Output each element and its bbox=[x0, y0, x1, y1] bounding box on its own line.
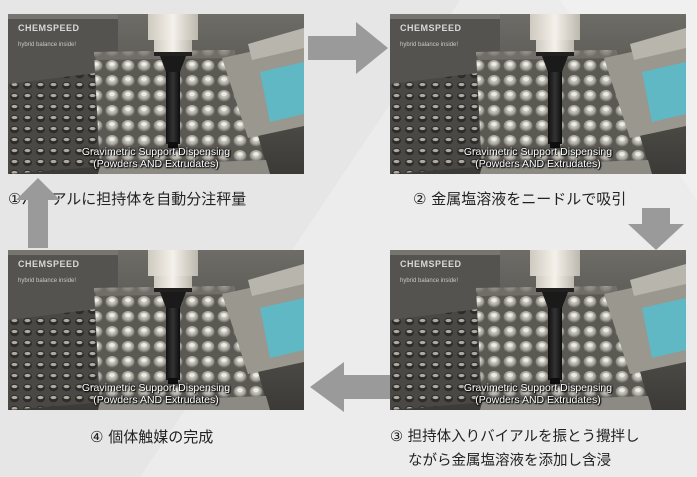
chemspeed-logo: CHEMSPEED bbox=[400, 259, 462, 269]
brand-tagline: hybrid balance inside! bbox=[400, 278, 459, 284]
step4-photo: CHEMSPEED hybrid balance inside! Gravime… bbox=[8, 250, 304, 410]
caption-line1: Gravimetric Support Dispensing bbox=[463, 146, 613, 158]
caption-line2: (Powders AND Extrudates) bbox=[475, 158, 601, 170]
step2-photo: CHEMSPEED hybrid balance inside! Gravime… bbox=[390, 14, 686, 174]
video-caption: Gravimetric Support Dispensing (Powders … bbox=[8, 382, 304, 406]
step4-label: ④ 個体触媒の完成 bbox=[90, 428, 214, 446]
caption-line1: Gravimetric Support Dispensing bbox=[463, 382, 613, 394]
video-caption: Gravimetric Support Dispensing (Powders … bbox=[390, 146, 686, 170]
step3-label-line2: ながら金属塩溶液を添加し含浸 bbox=[408, 453, 611, 469]
caption-line2: (Powders AND Extrudates) bbox=[93, 158, 219, 170]
step3-label-line1: ③ 担持体入りバイアルを振とう攪拌し bbox=[390, 429, 640, 445]
chemspeed-logo: CHEMSPEED bbox=[18, 259, 80, 269]
arrow-up-icon bbox=[16, 178, 60, 248]
chemspeed-logo: CHEMSPEED bbox=[400, 23, 462, 33]
arrow-right-icon bbox=[308, 22, 388, 74]
caption-line1: Gravimetric Support Dispensing bbox=[81, 146, 231, 158]
arrow-down-icon bbox=[628, 208, 684, 250]
arrow-left-icon bbox=[310, 362, 390, 412]
caption-line2: (Powders AND Extrudates) bbox=[93, 394, 219, 406]
caption-line2: (Powders AND Extrudates) bbox=[475, 394, 601, 406]
caption-line1: Gravimetric Support Dispensing bbox=[81, 382, 231, 394]
chemspeed-logo: CHEMSPEED bbox=[18, 23, 80, 33]
brand-tagline: hybrid balance inside! bbox=[18, 42, 77, 48]
video-caption: Gravimetric Support Dispensing (Powders … bbox=[8, 146, 304, 170]
step2-label: ② 金属塩溶液をニードルで吸引 bbox=[413, 190, 627, 208]
video-caption: Gravimetric Support Dispensing (Powders … bbox=[390, 382, 686, 406]
step3-photo: CHEMSPEED hybrid balance inside! Gravime… bbox=[390, 250, 686, 410]
brand-tagline: hybrid balance inside! bbox=[400, 42, 459, 48]
step1-label: ①バイアルに担持体を自動分注秤量 bbox=[8, 190, 247, 208]
step1-photo: CHEMSPEED hybrid balance inside! Gravime… bbox=[8, 14, 304, 174]
brand-tagline: hybrid balance inside! bbox=[18, 278, 77, 284]
